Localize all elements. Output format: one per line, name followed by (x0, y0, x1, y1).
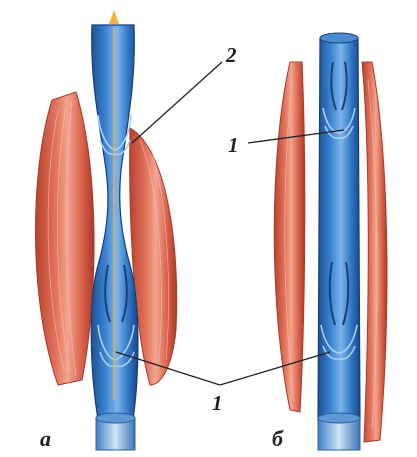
label-valve-bottom: 1 (212, 391, 223, 415)
vein-b (318, 38, 360, 420)
leader-line-1-bottom-b (220, 352, 330, 385)
panel-b (274, 33, 387, 450)
label-panel-a: а (40, 426, 51, 451)
leader-line-2 (132, 62, 222, 143)
vein-cuff-top-a (96, 413, 135, 423)
label-valve-right: 1 (228, 133, 239, 157)
flow-arrow-icon (109, 10, 119, 24)
label-valve-top: 2 (225, 43, 237, 67)
label-panel-b: б (272, 426, 284, 451)
vein-cuff-top-b (318, 413, 360, 423)
vein-top-b (320, 33, 358, 43)
panel-a (35, 10, 176, 450)
